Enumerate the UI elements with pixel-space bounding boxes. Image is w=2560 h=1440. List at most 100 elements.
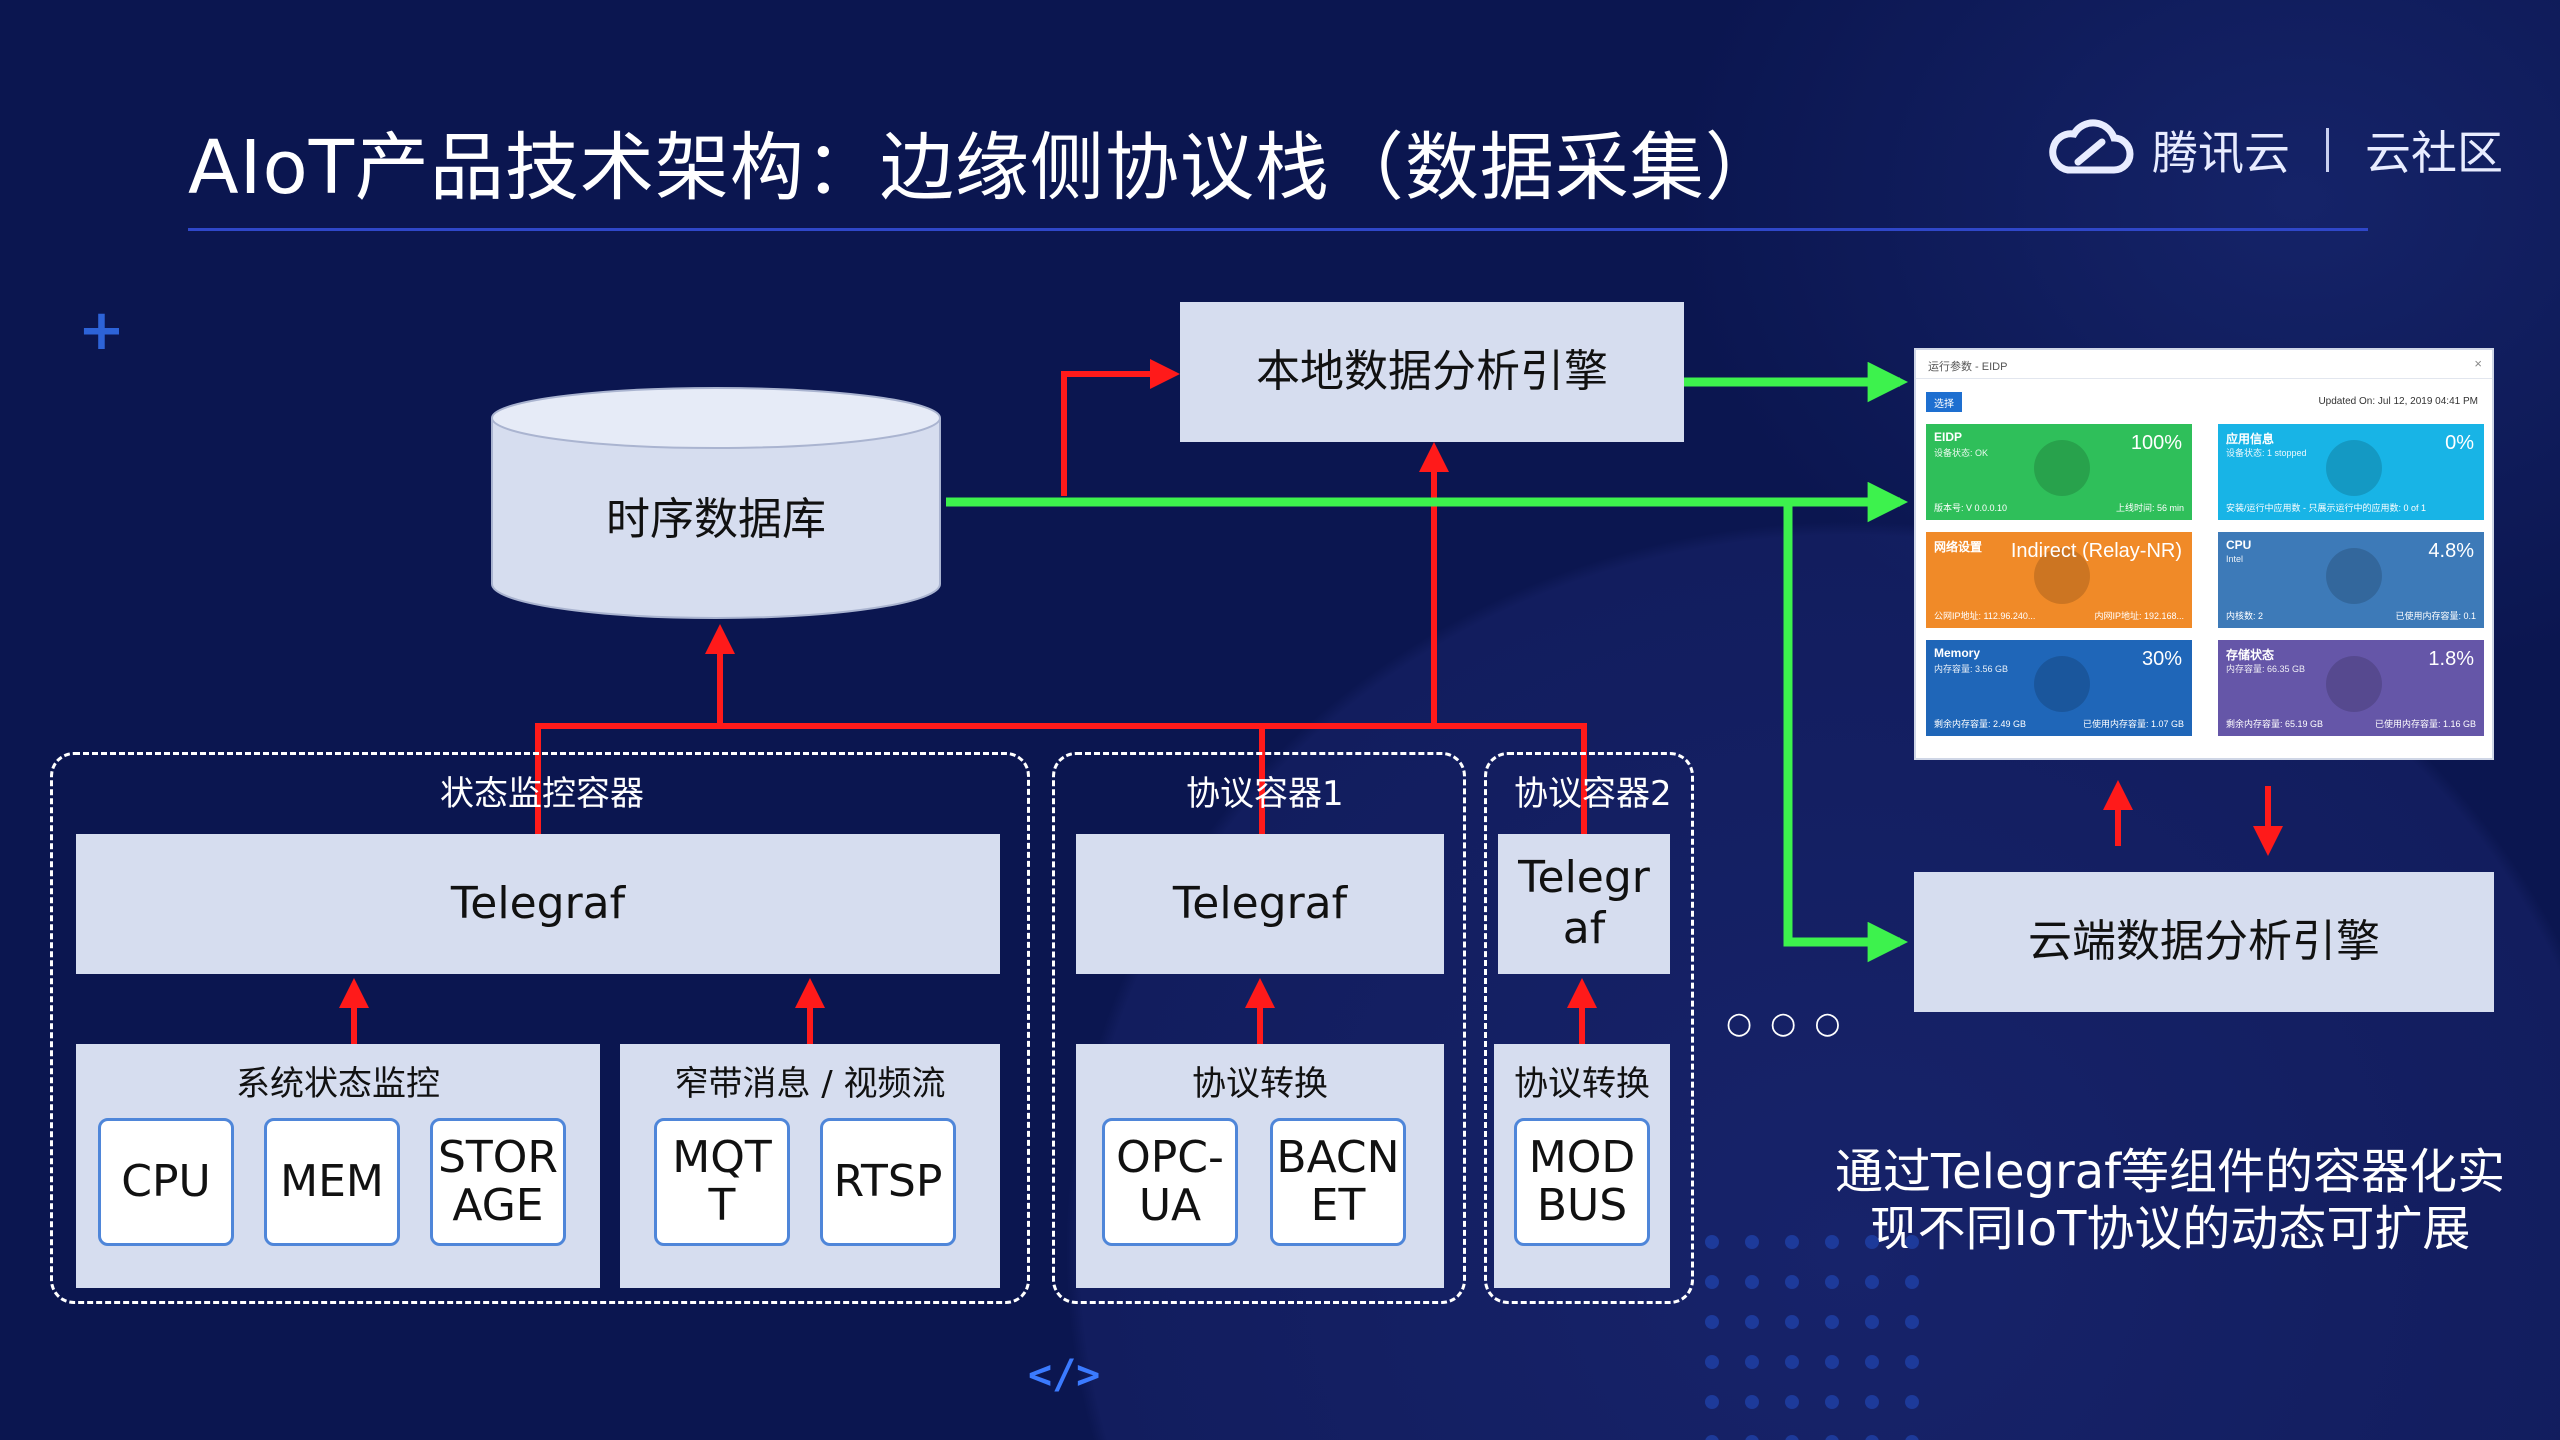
tile-icon [2326, 548, 2382, 604]
tile-sub: 设备状态: OK [1934, 448, 1989, 458]
tile-icon [2034, 656, 2090, 712]
plus-decoration-icon: + [78, 298, 125, 363]
grid-dot [1825, 1315, 1839, 1329]
code-icon: </> [1028, 1352, 1101, 1398]
status-container-label: 状态监控容器 [440, 774, 644, 814]
system-monitor-label: 系统状态监控 [236, 1064, 440, 1104]
select-button[interactable]: 选择 [1926, 392, 1962, 412]
tile-bl: 安装/运行中应用数 - 只展示运行中的应用数: 0 of 1 [2226, 503, 2427, 513]
chip-storage: STOR AGE [430, 1118, 566, 1246]
dashboard-tile[interactable]: Memory 内存容量: 3.56 GB 30% 剩余内存容量: 2.49 GB 已使用… [1926, 640, 2192, 736]
status-monitor-container [50, 752, 1030, 1304]
grid-dot [1705, 1315, 1719, 1329]
system-monitor-group: 系统状态监控 CPU MEM STOR AGE [76, 1044, 600, 1288]
telegraf-protocol-2: Telegr af [1498, 834, 1670, 974]
red-bus-lines [339, 359, 2283, 1044]
grid-dot [1745, 1275, 1759, 1289]
tile-icon [2034, 440, 2090, 496]
tile-bl: 版本号: V 0.0.0.10 [1934, 503, 2008, 513]
grid-dot [1785, 1275, 1799, 1289]
dashboard-screenshot: 运行参数 - EIDP × 选择 Updated On: Jul 12, 201… [1914, 348, 2494, 760]
brand-separator [2326, 128, 2329, 172]
grid-dot [1785, 1395, 1799, 1409]
tile-br: 已使用内存容量: 1.16 GB [2374, 719, 2476, 729]
dashboard-header: 运行参数 - EIDP [1928, 361, 2008, 373]
tile-bl: 剩余内存容量: 2.49 GB [1934, 719, 2027, 729]
grid-dot [1905, 1395, 1919, 1409]
tile-pct: 1.8% [2428, 648, 2474, 670]
green-lines [946, 361, 1909, 963]
tile-br: 已使用内存容量: 0.1 [2395, 611, 2476, 621]
title-divider [188, 228, 2368, 231]
dashboard-tile[interactable]: 应用信息设备状态: 1 stopped 0% 安装/运行中应用数 - 只展示运行中的… [2218, 424, 2484, 520]
grid-dot [1825, 1395, 1839, 1409]
grid-dot [1825, 1355, 1839, 1369]
grid-dot [1905, 1435, 1919, 1440]
grid-dot [1865, 1355, 1879, 1369]
grid-dot [1905, 1355, 1919, 1369]
tile-bl: 剩余内存容量: 65.19 GB [2226, 719, 2324, 729]
grid-dot [1705, 1355, 1719, 1369]
brand-logo: 腾讯云 云社区 [2048, 110, 2503, 190]
chip-bacnet: BACN ET [1270, 1118, 1406, 1246]
grid-dot [1905, 1315, 1919, 1329]
tile-sub: 设备状态: 1 stopped [2226, 448, 2307, 458]
grid-dot [1785, 1315, 1799, 1329]
protocol-convert-group-1: 协议转换 OPC- UA BACN ET [1076, 1044, 1444, 1288]
tile-title: 应用信息 [2226, 432, 2275, 446]
grid-dot [1905, 1275, 1919, 1289]
grid-dot [1785, 1435, 1799, 1440]
dashboard-tile[interactable]: EIDP 设备状态: OK 100% 版本号: V 0.0.0.10 上线时间: 56 … [1926, 424, 2192, 520]
tile-icon [2326, 440, 2382, 496]
grid-dot [1745, 1355, 1759, 1369]
tile-title: EIDP [1934, 430, 1963, 444]
ellipsis-decoration: ○○○ [1726, 1006, 1859, 1041]
grid-dot [1705, 1435, 1719, 1440]
grid-dot [1865, 1315, 1879, 1329]
chip-modbus: MOD BUS [1514, 1118, 1650, 1246]
narrowband-group: 窄带消息 / 视频流 MQT T RTSP [620, 1044, 1000, 1288]
protocol-container-1-label: 协议容器1 [1186, 774, 1344, 814]
grid-dot [1865, 1395, 1879, 1409]
close-icon[interactable]: × [2474, 356, 2482, 371]
grid-dot [1825, 1275, 1839, 1289]
grid-dot [1745, 1435, 1759, 1440]
grid-dot [1785, 1355, 1799, 1369]
tile-title: Memory [1934, 646, 1981, 660]
tile-sub: 内存容量: 3.56 GB [1934, 664, 2009, 674]
protocol-convert-label-1: 协议转换 [1192, 1064, 1328, 1104]
protocol-container-1 [1052, 752, 1466, 1304]
dashboard-divider [1916, 378, 2492, 379]
tile-title: 存储状态 [2226, 648, 2275, 662]
chip-opc-ua: OPC- UA [1102, 1118, 1238, 1246]
tile-pct: 30% [2141, 648, 2182, 670]
tile-br: 已使用内存容量: 1.07 GB [2082, 719, 2184, 729]
tile-pct: 4.8% [2428, 540, 2474, 562]
cloud-logo-icon [2049, 119, 2134, 174]
tile-bl: 内核数: 2 [2226, 611, 2264, 621]
grid-dot [1705, 1395, 1719, 1409]
local-analysis-engine: 本地数据分析引擎 [1180, 302, 1684, 442]
grid-dot [1705, 1235, 1719, 1249]
grid-dot [1745, 1315, 1759, 1329]
tile-br: 上线时间: 56 min [2115, 503, 2184, 513]
chip-mem: MEM [264, 1118, 400, 1246]
tile-pct: 0% [2445, 432, 2474, 454]
chip-rtsp: RTSP [820, 1118, 956, 1246]
brand-name: 腾讯云 [2152, 126, 2290, 180]
grid-dot [1865, 1235, 1879, 1249]
grid-dot [1745, 1235, 1759, 1249]
grid-dot [1745, 1395, 1759, 1409]
tile-icon [2326, 656, 2382, 712]
tile-pct: Indirect (Relay-NR) [2010, 540, 2182, 562]
tile-pct: 100% [2130, 432, 2182, 454]
narrowband-label: 窄带消息 / 视频流 [674, 1064, 946, 1104]
chip-cpu: CPU [98, 1118, 234, 1246]
cloud-analysis-engine: 云端数据分析引擎 [1914, 872, 2494, 1012]
grid-dot [1905, 1235, 1919, 1249]
protocol-convert-group-2: 协议转换 MOD BUS [1494, 1044, 1670, 1288]
